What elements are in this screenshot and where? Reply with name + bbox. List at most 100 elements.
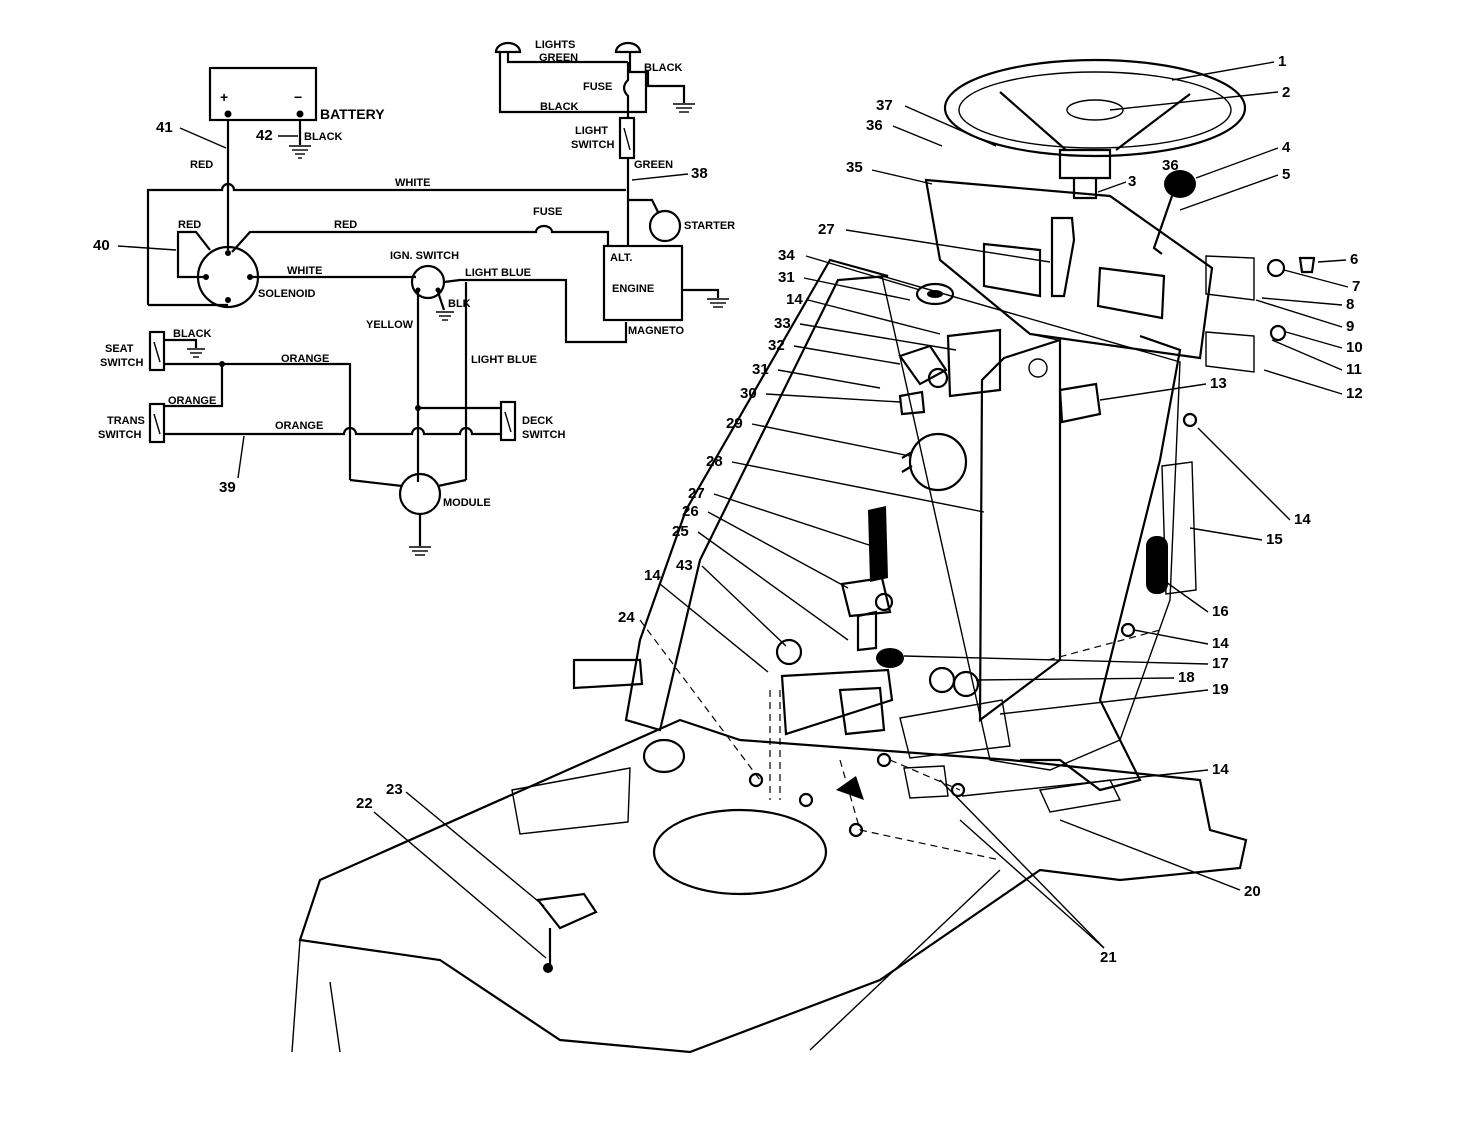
trans-switch-label-2: SWITCH [98, 429, 141, 441]
module [398, 472, 442, 516]
deck-switch-label-1: DECK [522, 415, 553, 427]
steering-wheel [943, 58, 1247, 158]
callout-31b: 31 [752, 361, 769, 378]
hood-body [298, 718, 1248, 1054]
callout-37: 37 [876, 97, 893, 114]
battery-box [208, 66, 318, 122]
ground-symbol [673, 103, 695, 113]
yellow-label: YELLOW [366, 319, 414, 331]
callout-20: 20 [1244, 883, 1261, 900]
callout-6: 6 [1350, 251, 1358, 268]
fuse-mid-label: FUSE [533, 206, 562, 218]
white-mid-label: WHITE [287, 265, 322, 277]
red-mid-label: RED [334, 219, 357, 231]
battery-minus: − [294, 89, 302, 105]
callout-8: 8 [1346, 296, 1354, 313]
red-sol-label: RED [178, 219, 201, 231]
orange-trans-label: ORANGE [168, 395, 216, 407]
lights-label: LIGHTS [535, 39, 575, 51]
light-blue-label: LIGHT BLUE [465, 267, 531, 279]
callout-21: 21 [1100, 949, 1117, 966]
callout-19: 19 [1212, 681, 1229, 698]
callout-10: 10 [1346, 339, 1363, 356]
callout-36a: 36 [866, 117, 883, 134]
light-blue-2-label: LIGHT BLUE [471, 354, 537, 366]
ground-symbol [187, 348, 205, 358]
callout-3: 3 [1128, 173, 1136, 190]
callout-31a: 31 [778, 269, 795, 286]
callout-35: 35 [846, 159, 863, 176]
callout-7: 7 [1352, 278, 1360, 295]
callout-36b: 36 [1162, 157, 1179, 174]
callout-39: 39 [219, 479, 236, 496]
module-label: MODULE [443, 497, 491, 509]
callout-14c: 14 [644, 567, 661, 584]
callout-13: 13 [1210, 375, 1227, 392]
deck-switch [499, 400, 517, 442]
green-top-label: GREEN [539, 52, 578, 64]
switch-23 [535, 892, 598, 930]
starter-label: STARTER [684, 220, 735, 232]
callout-12: 12 [1346, 385, 1363, 402]
light-switch-label-1: LIGHT [575, 125, 608, 137]
callout-5: 5 [1282, 166, 1290, 183]
exploded-view [291, 58, 1316, 1054]
callout-38: 38 [691, 165, 708, 182]
callout-22: 22 [356, 795, 373, 812]
callout-27a: 27 [818, 221, 835, 238]
callouts: 1 2 37 36 35 3 36 4 5 6 7 8 9 10 11 12 1… [356, 53, 1363, 966]
white-wire-label: WHITE [395, 177, 430, 189]
callout-15: 15 [1266, 531, 1283, 548]
ignition-switch-29 [908, 432, 968, 492]
orange-1-label: ORANGE [281, 353, 329, 365]
green-low-label: GREEN [634, 159, 673, 171]
callout-9: 9 [1346, 318, 1354, 335]
callout-27b: 27 [688, 485, 705, 502]
floor-opening [652, 808, 828, 896]
callout-11: 11 [1346, 361, 1362, 378]
callout-4: 4 [1282, 139, 1291, 156]
trans-switch [148, 402, 166, 444]
callout-18: 18 [1178, 669, 1195, 686]
deck-switch-label-2: SWITCH [522, 429, 565, 441]
light-switch-label-2: SWITCH [571, 139, 614, 151]
fuse-top-label: FUSE [583, 81, 612, 93]
callout-41: 41 [156, 119, 173, 136]
engine-label: ENGINE [612, 283, 654, 295]
callout-16: 16 [1212, 603, 1229, 620]
callout-34: 34 [778, 247, 795, 264]
callout-2: 2 [1282, 84, 1290, 101]
trans-switch-label-1: TRANS [107, 415, 145, 427]
battery-label: BATTERY [320, 106, 385, 122]
black-seat-label: BLACK [173, 328, 212, 340]
callout-17: 17 [1212, 655, 1229, 672]
callout-1: 1 [1278, 53, 1286, 70]
callout-42: 42 [256, 127, 273, 144]
ground-symbol [289, 145, 311, 159]
callout-25: 25 [672, 523, 689, 540]
seat-switch [148, 330, 166, 372]
black-right-label: BLACK [644, 62, 683, 74]
callout-29: 29 [726, 415, 743, 432]
black-mid-label: BLACK [540, 101, 579, 113]
seat-switch-label-2: SWITCH [100, 357, 143, 369]
callout-14a: 14 [786, 291, 803, 308]
callout-14d: 14 [1212, 635, 1229, 652]
wiring-schematic: + − BATTERY BLACK RED WHITE SOLENOID RED… [98, 39, 735, 556]
alt-label: ALT. [610, 252, 632, 264]
callout-40: 40 [93, 237, 110, 254]
callout-14e: 14 [1212, 761, 1229, 778]
spring-16 [1146, 536, 1168, 594]
callout-26: 26 [682, 503, 699, 520]
callout-33: 33 [774, 315, 791, 332]
throttle-knob [1164, 170, 1196, 198]
seat-switch-label-1: SEAT [105, 343, 134, 355]
blk-label: BLK [448, 298, 471, 310]
ign-switch-label: IGN. SWITCH [390, 250, 459, 262]
black-wire-label: BLACK [304, 131, 343, 143]
magneto-label: MAGNETO [628, 325, 684, 337]
red-wire-label: RED [190, 159, 213, 171]
solenoid-label: SOLENOID [258, 288, 316, 300]
switch-13 [1058, 382, 1102, 424]
